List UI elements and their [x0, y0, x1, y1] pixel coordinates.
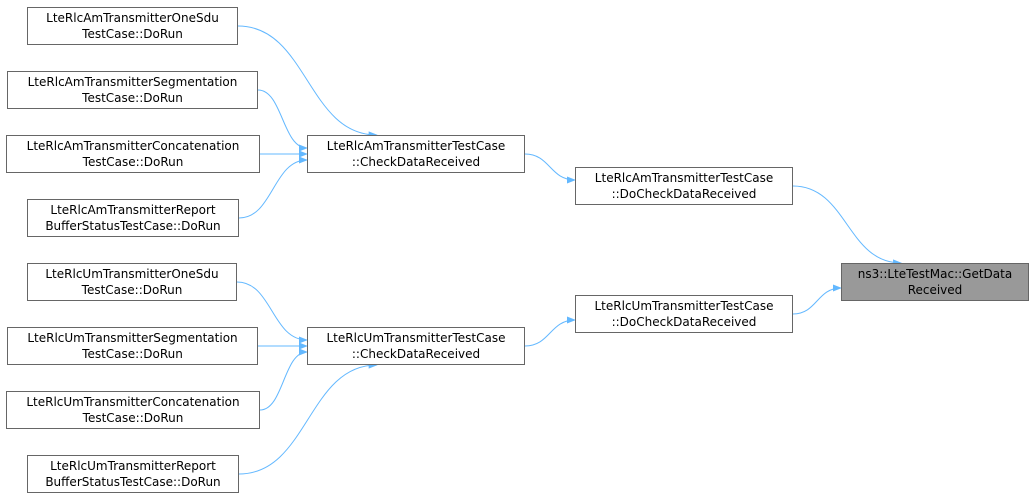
node-label-line-2: ::CheckDataReceived: [351, 347, 481, 361]
node-um-segmentation-testcase-dorun[interactable]: LteRlcUmTransmitterSegmentation TestCase…: [7, 327, 258, 365]
edge-am_report-to-am_checkdata: [238, 156, 308, 219]
node-um-onesdu-testcase-dorun[interactable]: LteRlcUmTransmitterOneSdu TestCase::DoRu…: [27, 263, 237, 301]
edge-um_concatenation-to-um_checkdata: [259, 348, 308, 411]
node-label-line-1: LteRlcAmTransmitterTestCase: [326, 139, 506, 153]
edge-um_docheck-to-getdata: [792, 284, 842, 315]
edge-um_onesdu-to-um_checkdata: [236, 281, 308, 344]
node-am-testcase-checkdatareceived[interactable]: LteRlcAmTransmitterTestCase ::CheckDataR…: [307, 135, 525, 173]
node-label-line-2: Received: [907, 283, 963, 297]
edge-am_onesdu-to-am_checkdata: [237, 25, 378, 139]
node-label-line-1: ns3::LteTestMac::GetData: [857, 267, 1013, 281]
node-label-line-2: TestCase::DoRun: [82, 347, 183, 361]
node-label-line-2: ::DoCheckDataReceived: [611, 187, 757, 201]
node-am-segmentation-testcase-dorun[interactable]: LteRlcAmTransmitterSegmentation TestCase…: [7, 71, 258, 109]
node-label-line-2: TestCase::DoRun: [82, 27, 183, 41]
node-am-onesdu-testcase-dorun[interactable]: LteRlcAmTransmitterOneSdu TestCase::DoRu…: [27, 7, 238, 45]
edge-um_report-to-um_checkdata: [238, 361, 378, 475]
node-label-line-2: BufferStatusTestCase::DoRun: [45, 219, 221, 233]
node-am-concatenation-testcase-dorun[interactable]: LteRlcAmTransmitterConcatenation TestCas…: [6, 135, 260, 173]
edge-um_checkdata-to-um_docheck: [524, 316, 576, 347]
node-label-line-2: BufferStatusTestCase::DoRun: [45, 475, 221, 489]
node-label-line-1: LteRlcUmTransmitterReport: [50, 459, 216, 473]
node-um-testcase-docheckdatareceived[interactable]: LteRlcUmTransmitterTestCase ::DoCheckDat…: [575, 295, 793, 333]
edge-am_docheck-to-getdata: [792, 185, 903, 267]
edge-am_checkdata-to-am_docheck: [524, 153, 576, 184]
node-am-testcase-docheckdatareceived[interactable]: LteRlcAmTransmitterTestCase ::DoCheckDat…: [575, 167, 793, 205]
node-label-line-2: TestCase::DoRun: [82, 91, 183, 105]
node-um-testcase-checkdatareceived[interactable]: LteRlcUmTransmitterTestCase ::CheckDataR…: [307, 327, 525, 365]
node-label-line-1: LteRlcAmTransmitterSegmentation: [27, 75, 238, 89]
node-label-line-1: LteRlcAmTransmitterOneSdu: [46, 11, 219, 25]
node-ltetestmac-getdatareceived: ns3::LteTestMac::GetData Received: [841, 263, 1029, 301]
node-label-line-2: TestCase::DoRun: [82, 411, 184, 425]
node-label-line-2: ::DoCheckDataReceived: [611, 315, 757, 329]
node-am-report-bufferstatus-dorun[interactable]: LteRlcAmTransmitterReport BufferStatusTe…: [27, 199, 239, 237]
node-um-concatenation-testcase-dorun[interactable]: LteRlcUmTransmitterConcatenation TestCas…: [6, 391, 260, 429]
node-label-line-1: LteRlcAmTransmitterReport: [50, 203, 216, 217]
node-label-line-2: TestCase::DoRun: [82, 155, 184, 169]
node-label-line-1: LteRlcAmTransmitterTestCase: [594, 171, 774, 185]
node-um-report-bufferstatus-dorun[interactable]: LteRlcUmTransmitterReport BufferStatusTe…: [27, 455, 239, 493]
node-label-line-2: TestCase::DoRun: [81, 283, 183, 297]
node-label-line-1: LteRlcUmTransmitterSegmentation: [27, 331, 238, 345]
node-label-line-1: LteRlcUmTransmitterTestCase: [594, 299, 774, 313]
node-label-line-2: ::CheckDataReceived: [351, 155, 481, 169]
node-label-line-1: LteRlcUmTransmitterTestCase: [326, 331, 506, 345]
edge-am_segmentation-to-am_checkdata: [257, 89, 308, 152]
node-label-line-1: LteRlcUmTransmitterConcatenation: [26, 395, 240, 409]
node-label-line-1: LteRlcAmTransmitterConcatenation: [26, 139, 240, 153]
node-label-line-1: LteRlcUmTransmitterOneSdu: [45, 267, 219, 281]
